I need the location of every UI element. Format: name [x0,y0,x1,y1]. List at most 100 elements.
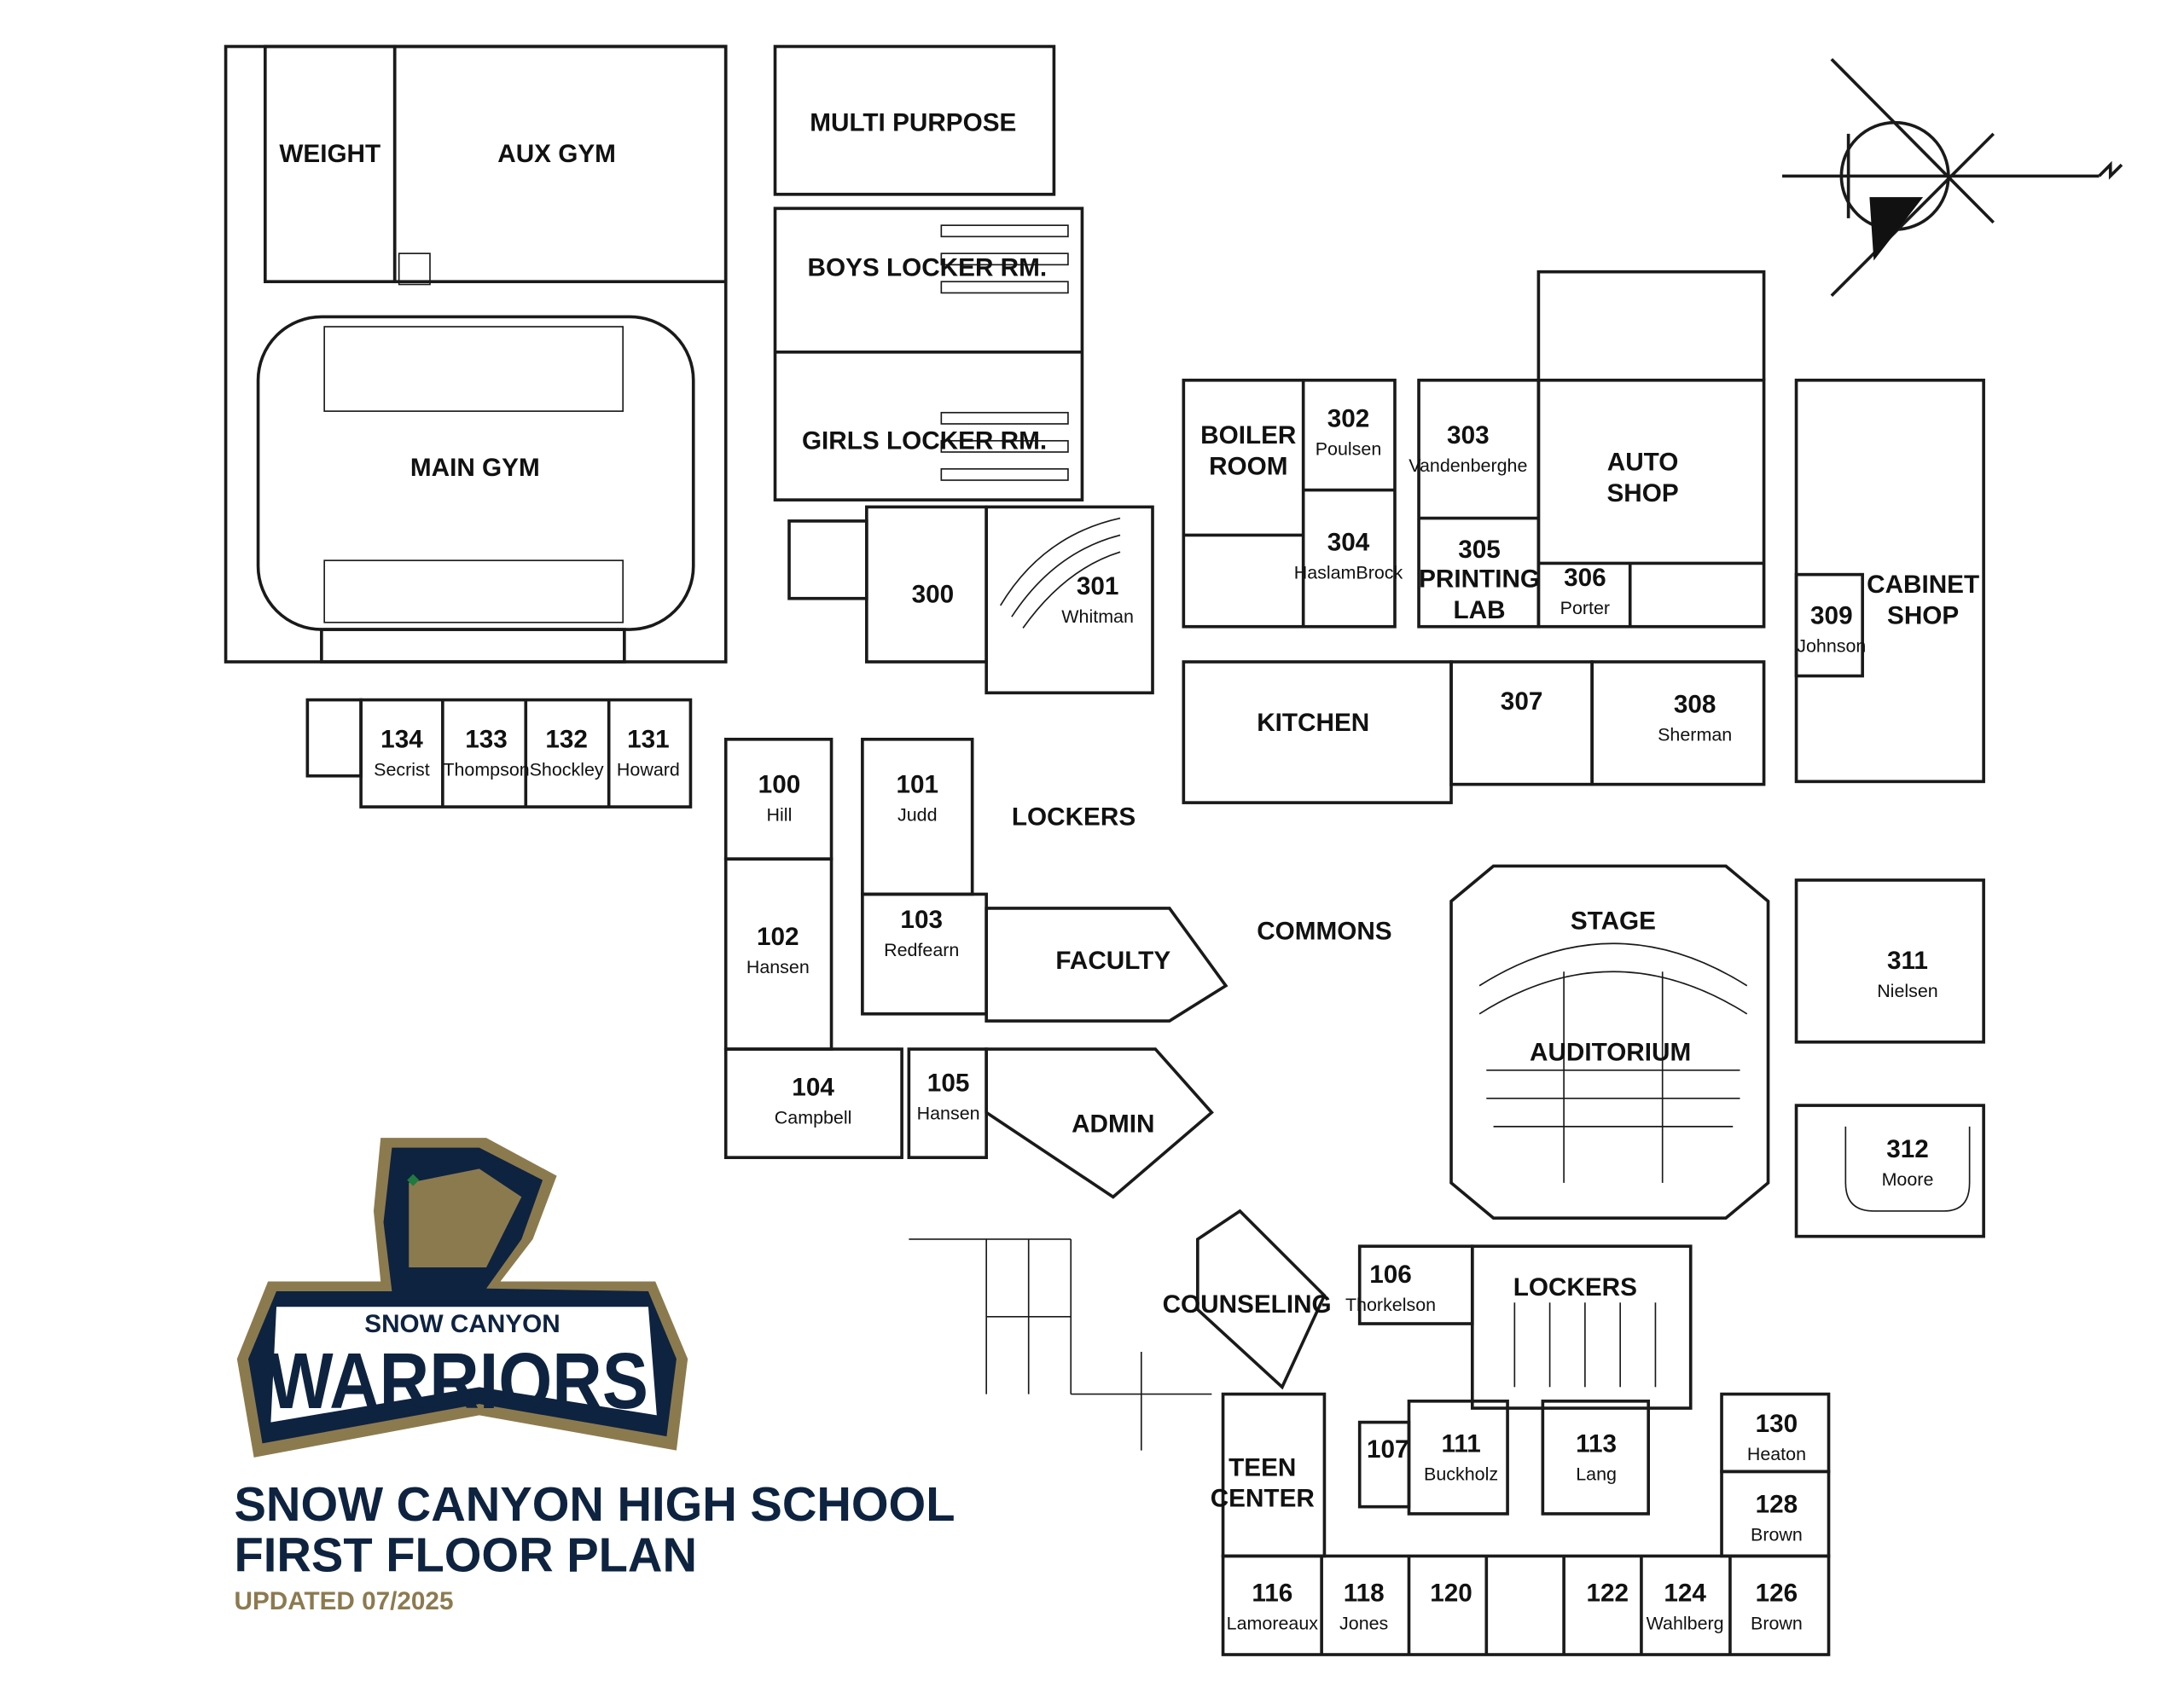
area-teen-center-2: CENTER [1211,1485,1315,1513]
room-number: 309 [1810,601,1853,629]
room-teacher: Howard [617,760,680,780]
area-boys-locker[interactable]: BOYS LOCKER RM. [808,254,1048,282]
room-teacher: Thompson [443,760,529,780]
area-main-gym[interactable]: MAIN GYM [410,454,540,482]
room-120[interactable]: 120 [1430,1579,1472,1607]
room-number: 124 [1664,1579,1706,1607]
room-number: 303 [1447,421,1490,449]
room-teacher: Vandenberghe [1409,455,1527,476]
room-number: 301 [1077,572,1119,600]
room-number: 101 [896,771,938,799]
room-307[interactable]: 307 [1501,687,1543,716]
area-lockers-south[interactable]: LOCKERS [1513,1273,1637,1301]
room-teacher: Judd [897,805,938,826]
room-number: 116 [1252,1579,1292,1607]
room-teacher: Porter [1560,598,1610,618]
room-teacher: Sherman [1658,724,1732,745]
gym-block [224,44,728,664]
room-300[interactable]: 300 [912,581,955,609]
room-number: 308 [1674,690,1716,718]
area-counseling[interactable]: COUNSELING [1163,1290,1332,1319]
area-auto-shop[interactable]: AUTO [1607,448,1679,476]
area-faculty[interactable]: FACULTY [1055,947,1170,975]
title-plan: FIRST FLOOR PLAN [234,1528,697,1582]
area-cabinet-shop-2: SHOP [1887,601,1959,629]
area-weight[interactable]: WEIGHT [279,140,380,168]
logo-text-main: WARRIORS [268,1336,648,1425]
room-teacher: Wahlberg [1647,1613,1724,1633]
room-number: 302 [1327,404,1370,432]
updated-date: UPDATED 07/2025 [234,1587,453,1615]
room-teacher: Nielsen [1877,981,1938,1001]
area-stage[interactable]: STAGE [1571,907,1656,936]
room-number: 118 [1344,1579,1385,1607]
area-teen-center[interactable]: TEEN [1228,1453,1296,1481]
room-number: 306 [1564,564,1606,592]
room-122[interactable]: 122 [1587,1579,1629,1607]
area-admin[interactable]: ADMIN [1072,1110,1154,1138]
north-arrow-icon [1782,58,2123,298]
room-teacher: Poulsen [1316,438,1382,459]
area-lockers-north[interactable]: LOCKERS [1012,803,1136,832]
room-number: 100 [758,771,801,799]
area-boiler-room[interactable]: BOILER [1200,421,1296,449]
room-107[interactable]: 107 [1367,1435,1409,1464]
area-auditorium[interactable]: AUDITORIUM [1530,1038,1691,1066]
room-teacher: Thorkelson [1345,1295,1436,1315]
room-305[interactable]: 305 [1458,536,1501,564]
warriors-logo: SNOW CANYON WARRIORS [236,1138,688,1458]
room-teacher: Jones [1339,1613,1388,1633]
room-number: 113 [1576,1429,1617,1458]
area-cabinet-shop[interactable]: CABINET [1867,571,1979,599]
room-number: 120 [1430,1579,1472,1607]
room-number: 132 [545,726,588,754]
room-teacher: Secrist [374,760,430,780]
area-multi-purpose[interactable]: MULTI PURPOSE [810,109,1016,137]
area-girls-locker[interactable]: GIRLS LOCKER RM. [802,427,1047,455]
room-number: 111 [1441,1429,1480,1458]
room-number: 107 [1367,1435,1409,1464]
room-number: 126 [1756,1579,1798,1607]
area-kitchen[interactable]: KITCHEN [1257,709,1369,737]
room-number: 130 [1756,1410,1798,1438]
area-commons[interactable]: COMMONS [1257,917,1391,945]
area-printing-lab[interactable]: PRINTING [1419,565,1540,594]
room-number: 106 [1369,1261,1412,1289]
area-aux-gym[interactable]: AUX GYM [497,140,616,168]
room-number: 104 [792,1074,834,1102]
room-teacher: Hansen [746,957,810,977]
room-number: 103 [900,906,943,934]
area-boiler-room-2: ROOM [1209,452,1287,480]
room-number: 128 [1756,1490,1798,1518]
room-teacher: Lamoreaux [1227,1613,1319,1633]
